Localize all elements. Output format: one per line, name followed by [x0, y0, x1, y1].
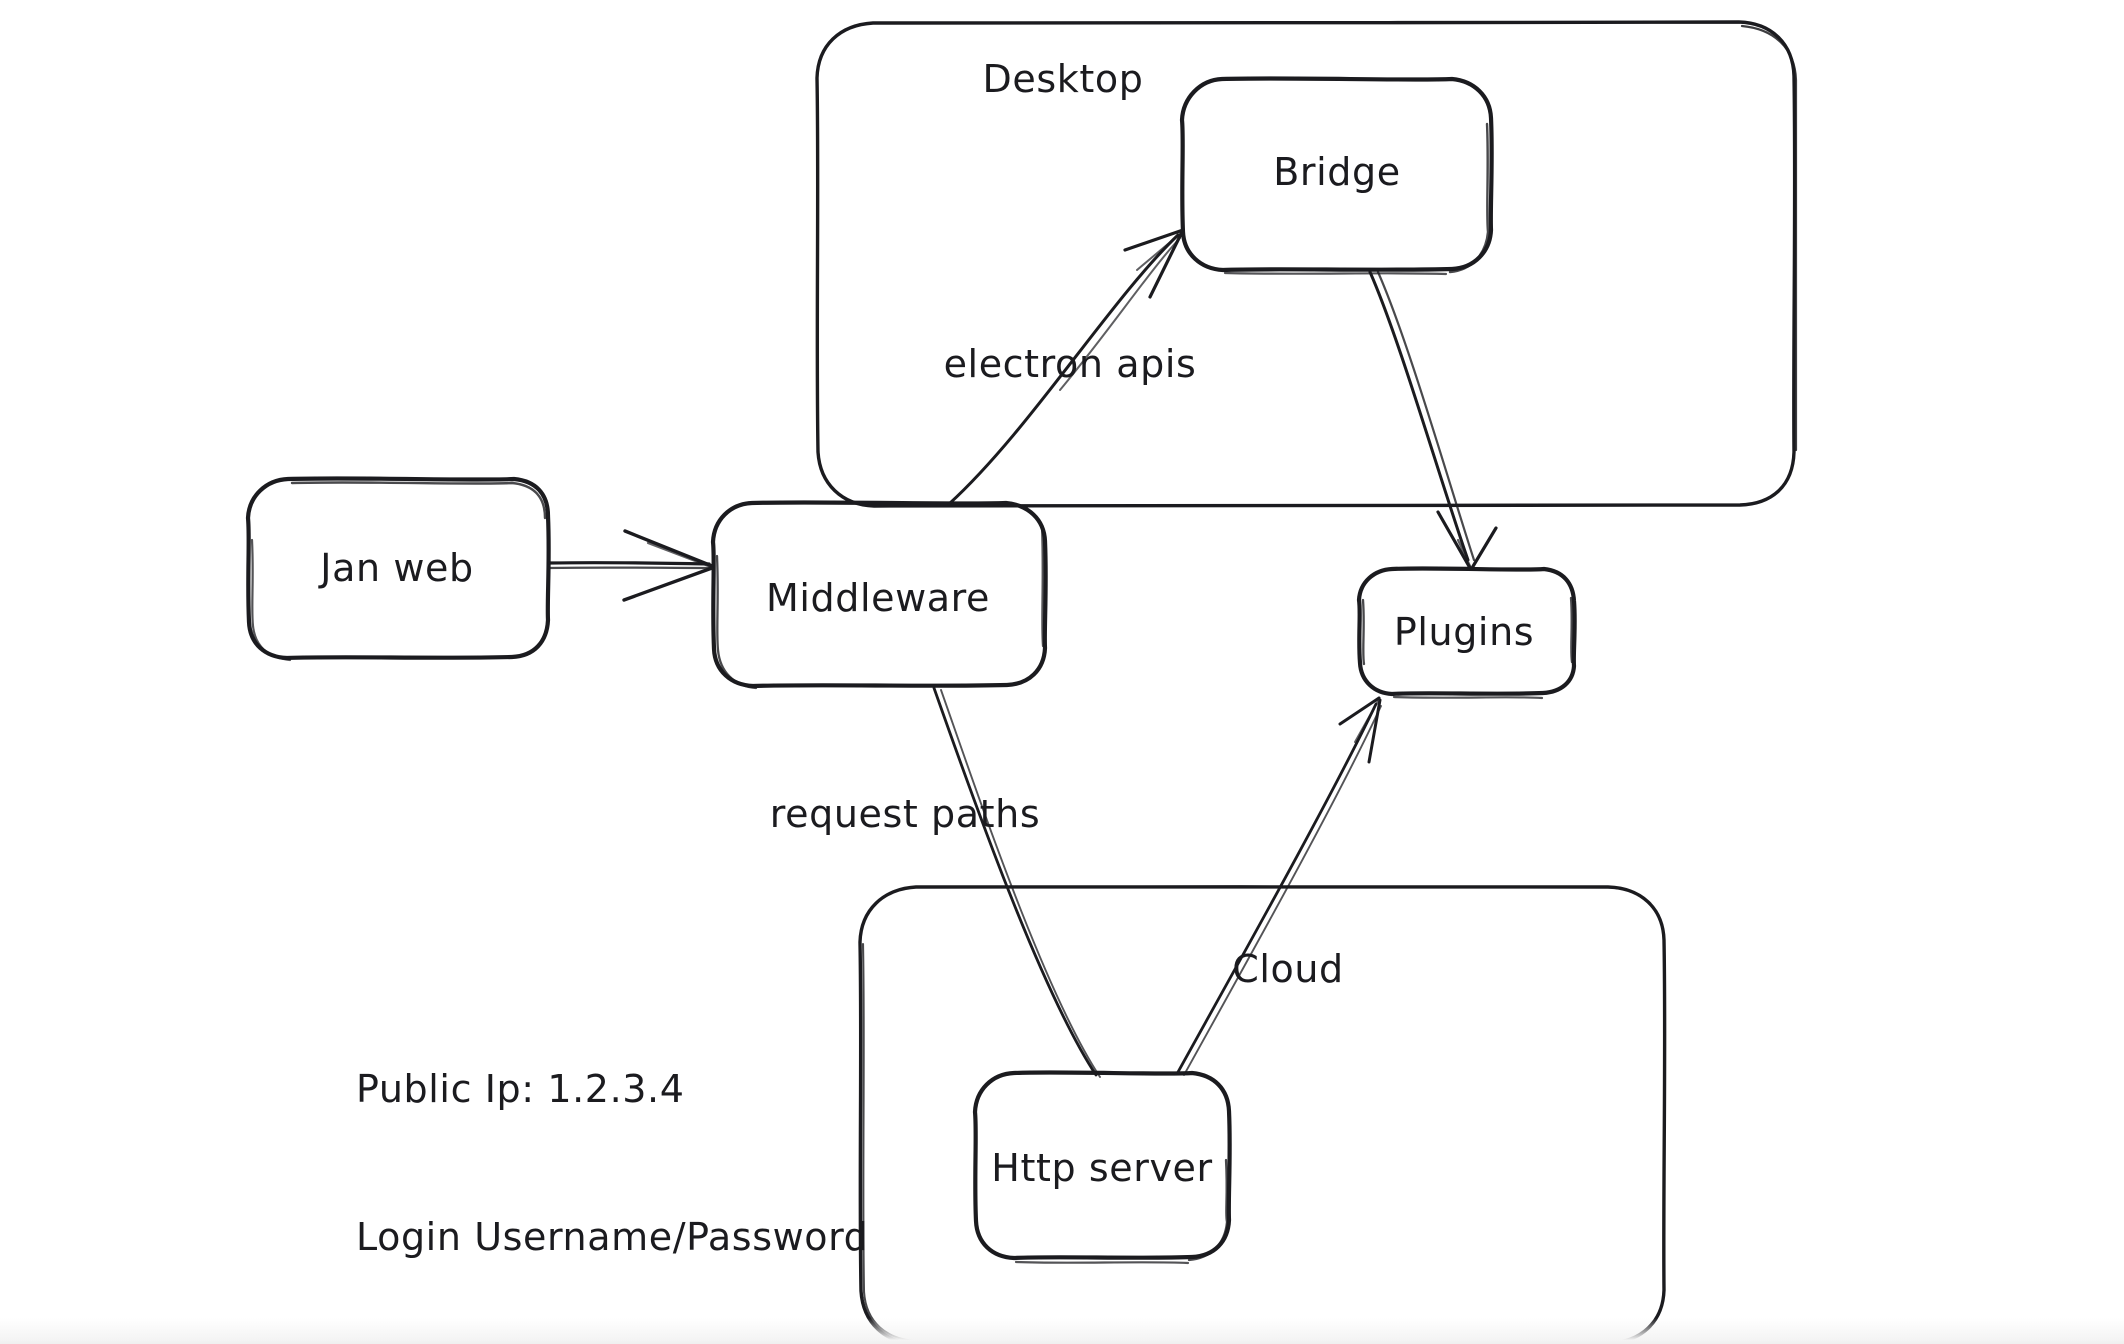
node-bridge-outline: [1179, 76, 1494, 276]
node-plugins-outline: [1356, 566, 1577, 700]
node-label-jan-web[interactable]: Jan web: [320, 546, 474, 590]
node-middleware-outline: [710, 500, 1048, 690]
group-desktop-outline: [815, 20, 1798, 508]
group-title-desktop: Desktop: [982, 57, 1144, 101]
node-jan-web-outline: [245, 476, 551, 662]
node-http-server-outline: [972, 1070, 1232, 1265]
note-connection-info: Public Ip: 1.2.3.4 Login Username/Passwo…: [356, 966, 868, 1344]
edge-label-cloud: Cloud: [1232, 947, 1344, 991]
edge-label-request-paths: request paths: [769, 792, 1041, 836]
note-line-login: Login Username/Password: [356, 1214, 869, 1259]
node-label-bridge[interactable]: Bridge: [1273, 150, 1401, 194]
note-line-public-ip: Public Ip: 1.2.3.4: [356, 1066, 685, 1111]
edge-jan-web-to-middleware: [547, 529, 714, 602]
edge-bridge-to-plugins: [1368, 270, 1498, 570]
node-label-middleware[interactable]: Middleware: [765, 576, 991, 620]
node-label-plugins[interactable]: Plugins: [1393, 610, 1535, 654]
edge-middleware-to-http-server: [932, 686, 1101, 1078]
edge-label-electron-apis: electron apis: [943, 342, 1197, 386]
node-label-http-server[interactable]: Http server: [991, 1146, 1213, 1190]
edge-middleware-to-bridge: [947, 228, 1185, 506]
edge-http-server-to-plugins: [1176, 696, 1382, 1076]
